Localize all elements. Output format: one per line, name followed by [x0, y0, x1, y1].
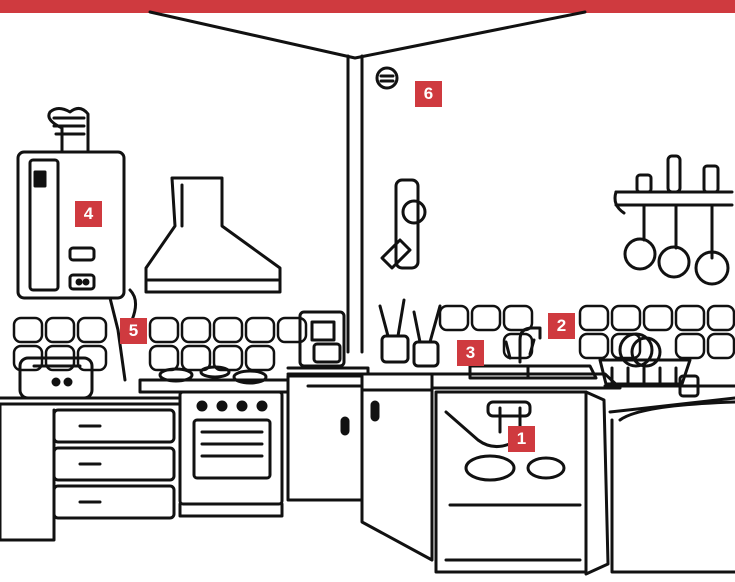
drawers-left-icon [0, 404, 174, 540]
marker-2-badge: 2 [548, 313, 575, 339]
right-cabinet-door [586, 392, 608, 574]
jar-plants-icon [380, 300, 440, 366]
left-cabinet-door-icon [362, 374, 432, 560]
range-hood-icon [146, 178, 280, 292]
backsplash-tiles-left [14, 318, 306, 370]
ceiling-edge [150, 12, 585, 58]
header-bar [0, 0, 735, 12]
toaster-icon [20, 358, 92, 398]
counter-right [605, 376, 735, 572]
marker-1-badge: 1 [508, 426, 535, 452]
marker-5-badge: 5 [120, 318, 147, 344]
wall-corner-pipe [348, 56, 362, 352]
marker-6-badge: 6 [415, 81, 442, 107]
coffee-maker-icon [300, 312, 344, 366]
marker-3-badge: 3 [457, 340, 484, 366]
marker-4-badge: 4 [75, 201, 102, 227]
utensil-holder-icon [382, 180, 425, 268]
counter-left [0, 398, 180, 404]
water-heater-icon [18, 108, 136, 380]
sink-basin-icon [432, 366, 620, 388]
ceiling-vent-icon [377, 68, 397, 88]
sink-pipes-icon [436, 392, 586, 572]
corner-cabinet-icon [288, 368, 368, 500]
backsplash-tiles-right [440, 306, 734, 358]
pot-shelf-icon [615, 156, 732, 284]
